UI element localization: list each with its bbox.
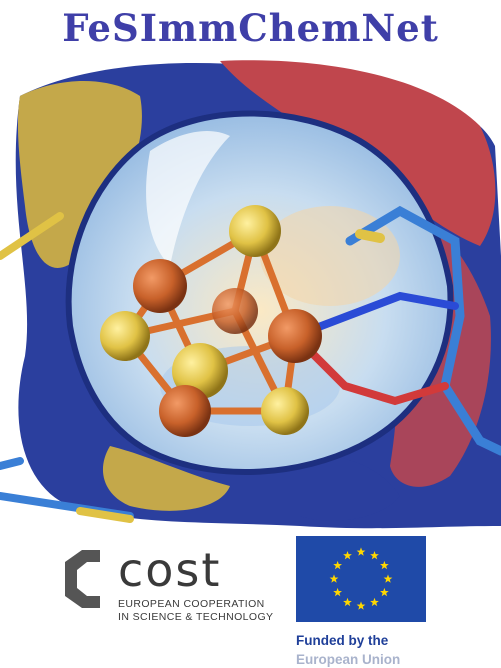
eu-star-icon — [343, 551, 352, 560]
eu-star-icon — [356, 547, 366, 556]
iron-sulfur-cluster-illustration — [0, 60, 501, 529]
eu-star-icon — [370, 551, 379, 560]
eu-star-icon — [370, 597, 379, 607]
eu-star-icon — [380, 560, 389, 570]
iron-atom — [159, 385, 211, 437]
eu-star-icon — [333, 587, 342, 597]
iron-atom — [212, 288, 258, 334]
cluster-atoms — [100, 205, 322, 437]
eu-star-icon — [383, 574, 393, 583]
cost-wordmark: cost — [118, 543, 222, 597]
eu-star-icon — [333, 560, 342, 570]
ligand-sticks — [0, 205, 501, 523]
funded-by-line2: European Union — [296, 652, 401, 667]
eu-star-icon — [380, 587, 389, 597]
sulfur-atom — [100, 311, 150, 361]
iron-atom — [268, 309, 322, 363]
eu-star-icon — [356, 601, 366, 610]
cost-logo-icon — [65, 550, 100, 608]
sulfur-atom — [229, 205, 281, 257]
sulfur-atom — [261, 387, 309, 435]
iron-atom — [133, 259, 187, 313]
cost-tagline-line2: IN SCIENCE & TECHNOLOGY — [118, 611, 274, 623]
cost-tagline-line1: EUROPEAN COOPERATION — [118, 598, 265, 610]
funded-by-line1: Funded by the — [296, 633, 389, 648]
eu-star-icon — [343, 597, 352, 607]
eu-flag-icon — [296, 536, 426, 622]
page-title: FeSImmChemNet — [62, 6, 439, 50]
sulfur-atom — [172, 343, 228, 399]
eu-star-icon — [329, 574, 339, 583]
